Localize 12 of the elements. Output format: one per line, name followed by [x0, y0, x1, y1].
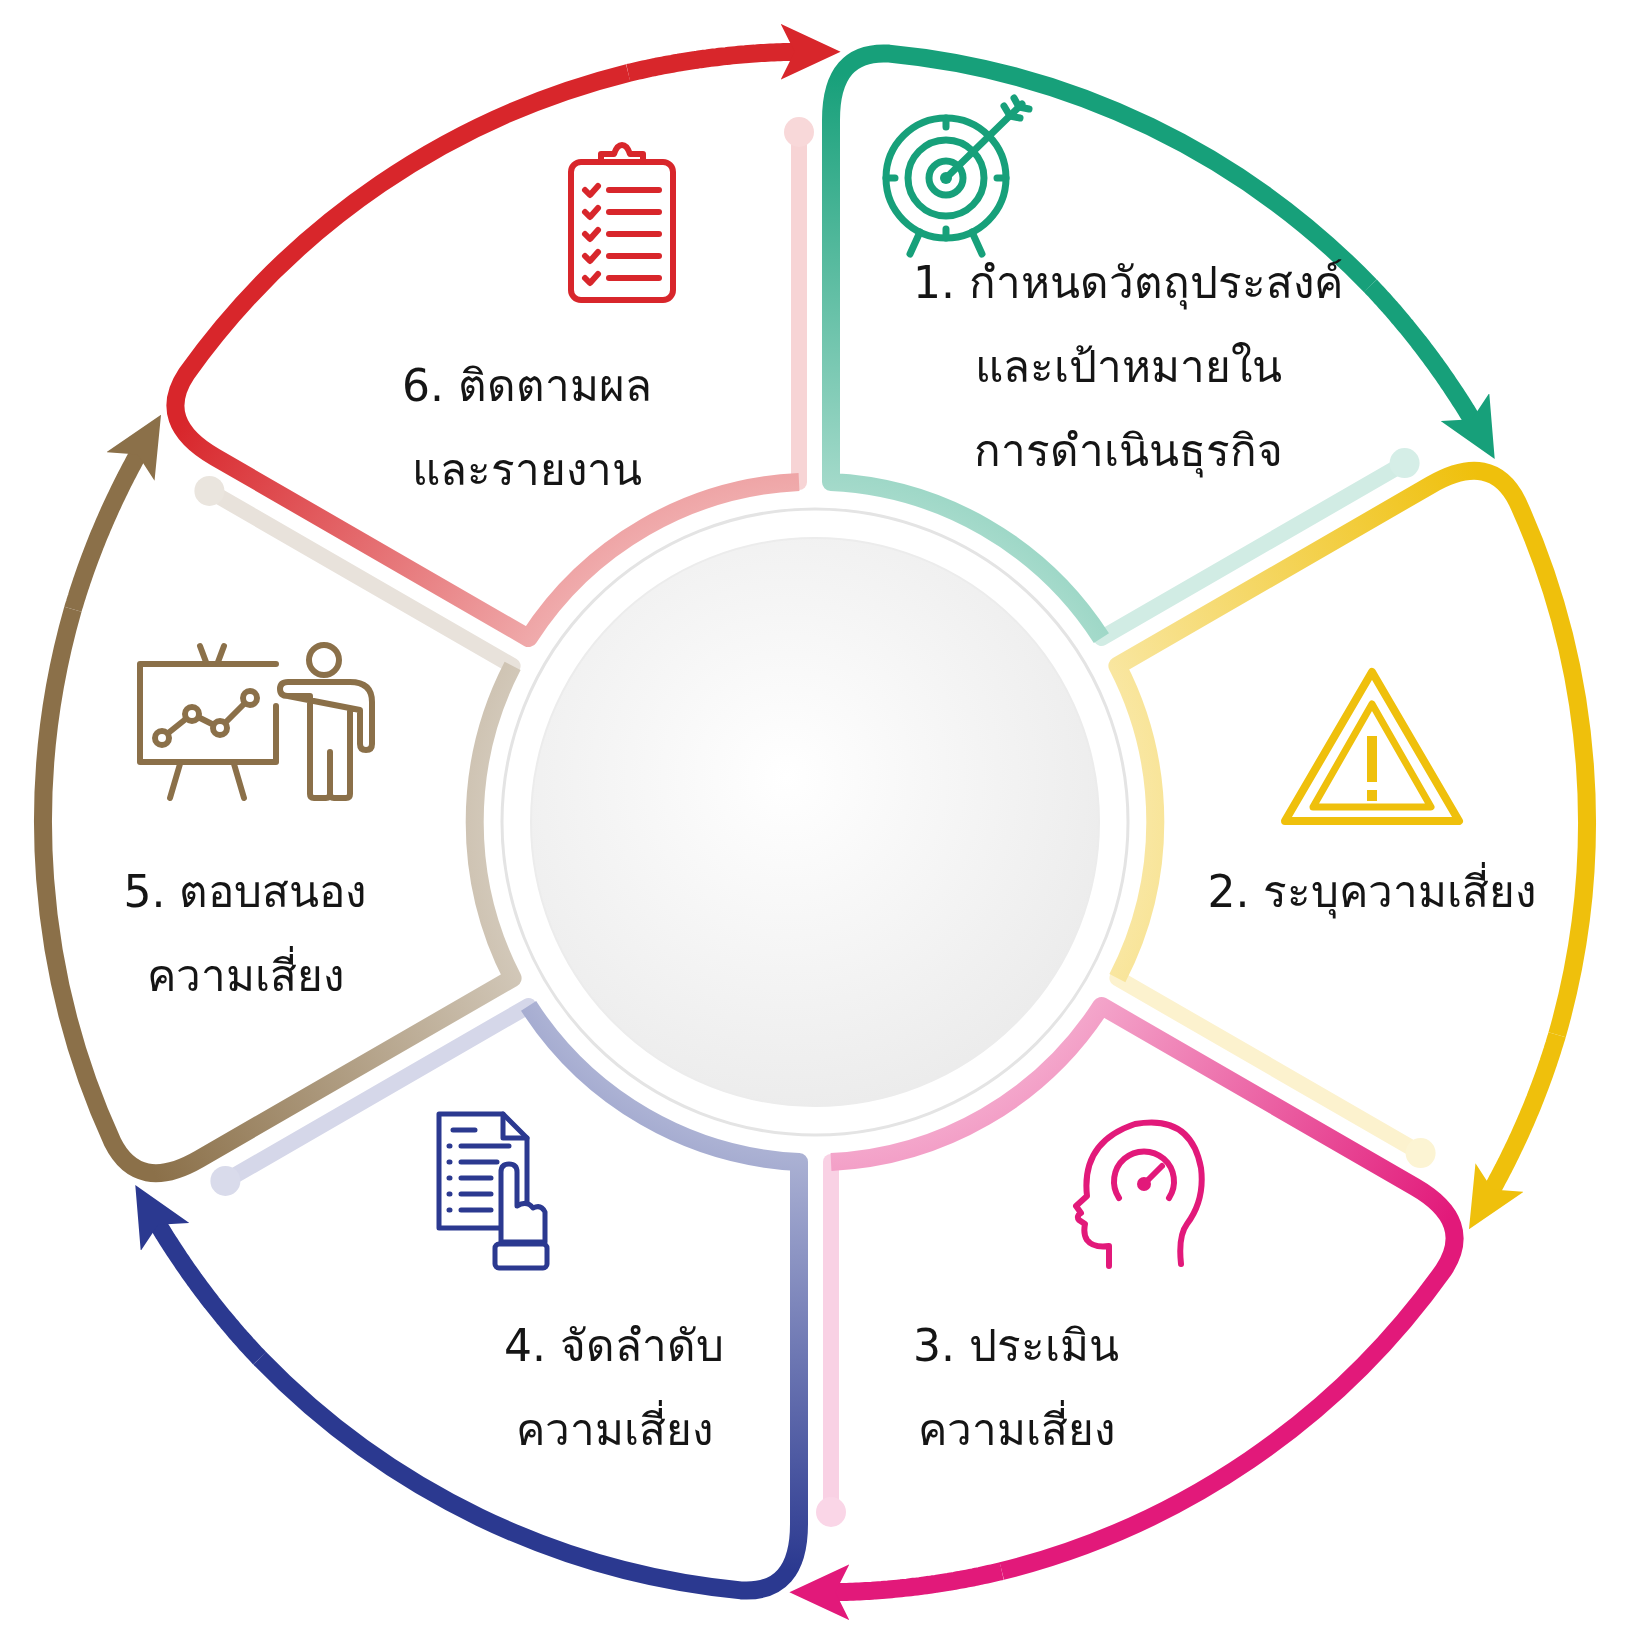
cycle-segment [821, 43, 1422, 649]
step-label: 5. ตอบสนองความเสี่ยง [122, 865, 368, 1003]
step-label: 4. จัดลำดับความเสี่ยง [503, 1319, 725, 1457]
step-label: 2. ระบุความเสี่ยง [1206, 850, 1538, 934]
step-label: 6. ติดตามผลและรายงาน [401, 359, 653, 497]
cycle-segment [815, 995, 1466, 1582]
cycle-arrow [1363, 279, 1495, 460]
step-label: 3. ประเมินความเสี่ยง [912, 1319, 1120, 1457]
step-label: 1. กำหนดวัตถุประสงค์และเป้าหมายในการดำเนินธุรกิจ [912, 256, 1344, 480]
cycle-segment [209, 995, 810, 1601]
cycle-segment [165, 62, 816, 649]
cycle-arrow [135, 1184, 267, 1365]
